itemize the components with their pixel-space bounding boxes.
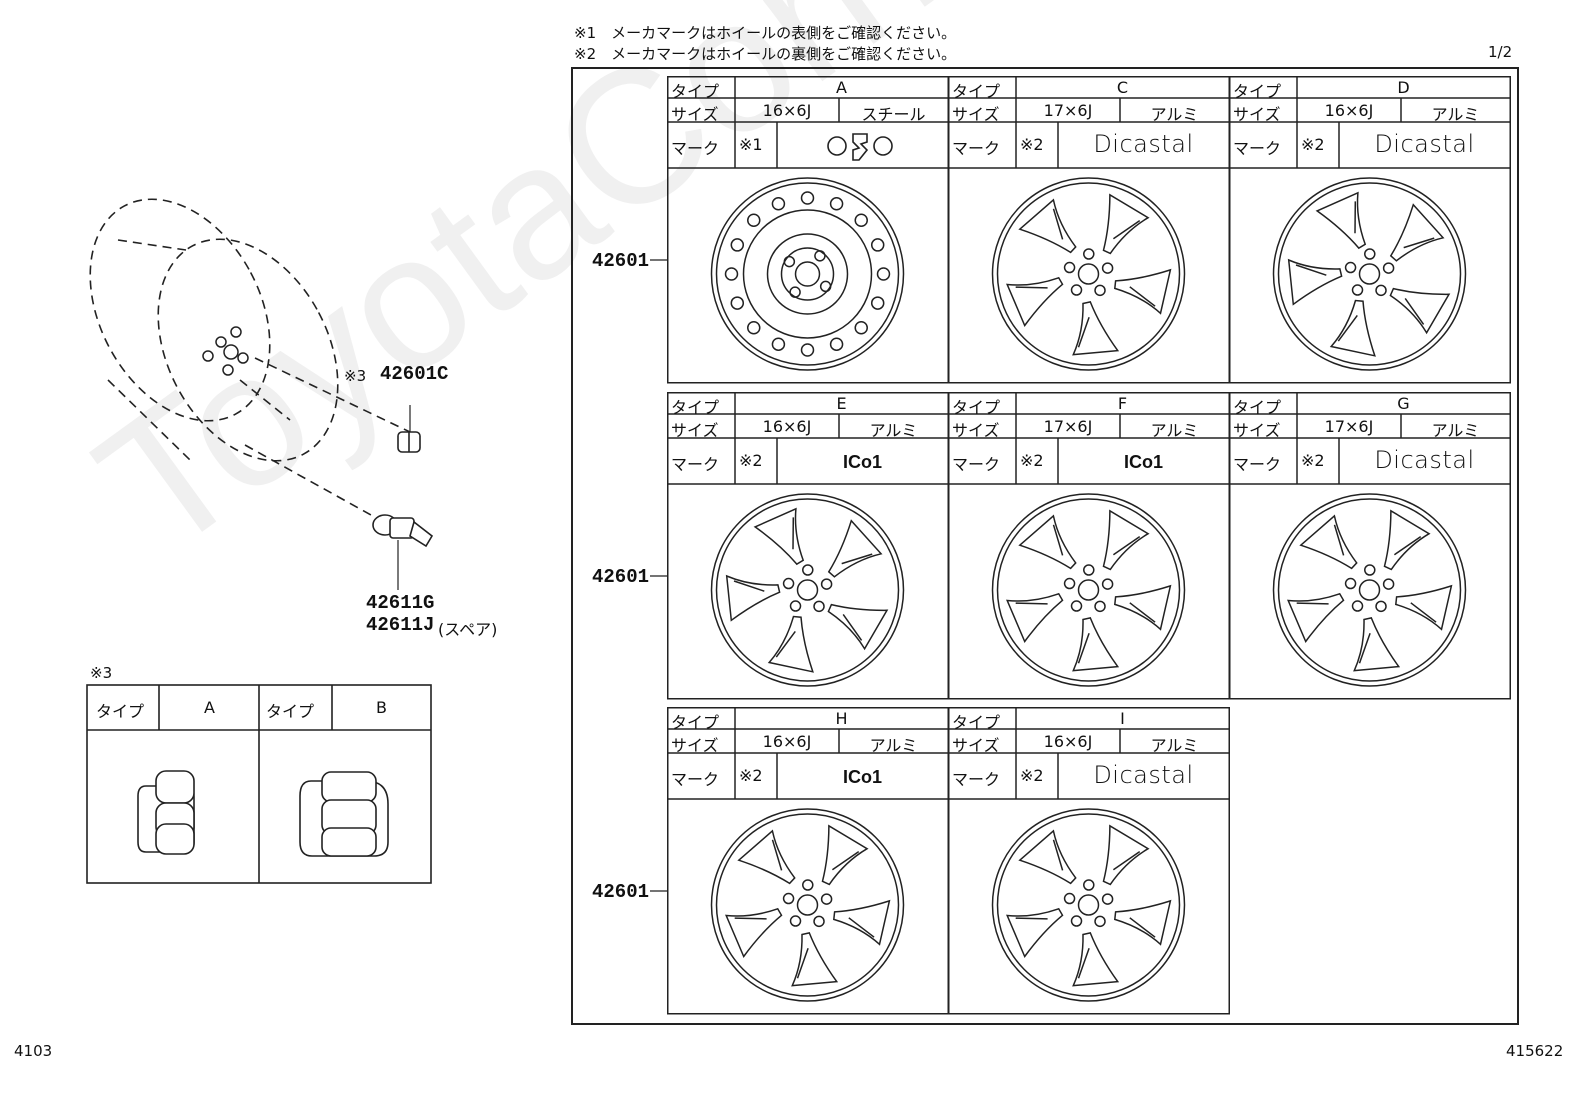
nut-type-label-b: タイプ (266, 702, 315, 721)
mark-note: ※2 (1020, 451, 1044, 470)
wheel-size: 17×6J (1043, 101, 1093, 120)
mark-note: ※2 (1301, 451, 1325, 470)
wheel-cell-grid (948, 76, 1230, 384)
mark-value: ICo1 (842, 767, 882, 787)
wheel-material: アルミ (869, 421, 918, 440)
wheel-cell-a[interactable]: タイプ A サイズ 16×6J スチールマーク ※1 (667, 76, 949, 384)
footer-left-code: 4103 (14, 1042, 53, 1060)
size-label: サイズ (671, 736, 719, 755)
mark-value: Dicastal (1374, 446, 1475, 474)
wheel-size: 17×6J (1043, 417, 1093, 436)
mark-label: マーク (671, 770, 720, 789)
wheel-cell-grid (667, 707, 949, 1015)
wheel-table-frame (571, 67, 1519, 1025)
type-label: タイプ (952, 713, 1001, 732)
mark-label: マーク (671, 139, 720, 158)
nut-type-a: A (204, 698, 215, 717)
type-label: タイプ (952, 398, 1001, 417)
nut-ref-mark: ※3 (344, 367, 367, 385)
wheel-material: アルミ (1431, 105, 1480, 124)
size-label: サイズ (671, 105, 719, 124)
mark-label: マーク (671, 455, 720, 474)
wheel-material: アルミ (1150, 421, 1199, 440)
page-number: 1/2 (1488, 43, 1513, 61)
mark-label: マーク (952, 139, 1001, 158)
mark-label: マーク (952, 455, 1001, 474)
row2-part-number[interactable]: 42601 (592, 566, 650, 588)
size-label: サイズ (1233, 105, 1281, 124)
size-label: サイズ (671, 421, 719, 440)
mark-note: ※1 (739, 135, 763, 154)
type-label: タイプ (952, 82, 1001, 101)
type-label: タイプ (1233, 398, 1282, 417)
note-2: ※2 メーカマークはホイールの裏側をご確認ください。 (574, 45, 957, 63)
manufacturer-logo-icon (827, 133, 893, 161)
wheel-type: H (835, 709, 848, 728)
wheel-type: I (1120, 709, 1125, 728)
wheel-cell-e[interactable]: タイプ E サイズ 16×6J アルミマーク ※2 ICo1 (667, 392, 949, 700)
spare-label: (スペア) (438, 620, 498, 639)
wheel-type: D (1397, 78, 1410, 97)
part-number-nut[interactable]: 42601C (380, 363, 449, 385)
wheel-cell-grid (1229, 76, 1511, 384)
mark-note: ※2 (1301, 135, 1325, 154)
nut-type-b: B (376, 698, 387, 717)
mark-label: マーク (952, 770, 1001, 789)
size-label: サイズ (952, 105, 1000, 124)
wheel-material: スチール (861, 105, 926, 124)
size-label: サイズ (1233, 421, 1281, 440)
part-number-valve[interactable]: 42611G (366, 592, 435, 614)
wheel-material: アルミ (1150, 105, 1199, 124)
wheel-cell-grid (948, 707, 1230, 1015)
wheel-cell-g[interactable]: タイプ G サイズ 17×6J アルミマーク ※2 Dicastal (1229, 392, 1511, 700)
size-label: サイズ (952, 736, 1000, 755)
wheel-size: 16×6J (762, 101, 812, 120)
wheel-assembly-diagram (89, 198, 434, 590)
mark-value: ICo1 (842, 452, 882, 472)
wheel-size: 16×6J (762, 732, 812, 751)
wheel-size: 16×6J (762, 417, 812, 436)
type-label: タイプ (1233, 82, 1282, 101)
footer-right-code: 415622 (1506, 1042, 1564, 1060)
wheel-type: E (836, 394, 847, 413)
mark-label: マーク (1233, 139, 1282, 158)
mark-note: ※2 (739, 451, 763, 470)
wheel-size: 17×6J (1324, 417, 1374, 436)
wheel-material: アルミ (869, 736, 918, 755)
wheel-cell-d[interactable]: タイプ D サイズ 16×6J アルミマーク ※2 Dicastal (1229, 76, 1511, 384)
wheel-type: C (1116, 78, 1129, 97)
mark-value: Dicastal (1374, 130, 1475, 158)
wheel-type: F (1117, 394, 1128, 413)
note-1: ※1 メーカマークはホイールの表側をご確認ください。 (574, 24, 957, 42)
wheel-cell-c[interactable]: タイプ C サイズ 17×6J アルミマーク ※2 Dicastal (948, 76, 1230, 384)
row1-part-number[interactable]: 42601 (592, 250, 650, 272)
nut-type-label-a: タイプ (96, 702, 145, 721)
wheel-material: アルミ (1431, 421, 1480, 440)
mark-note: ※2 (1020, 766, 1044, 785)
wheel-cell-f[interactable]: タイプ F サイズ 17×6J アルミマーク ※2 ICo1 (948, 392, 1230, 700)
mark-value: ICo1 (1123, 452, 1163, 472)
wheel-type: G (1397, 394, 1410, 413)
mark-value: Dicastal (1093, 761, 1194, 789)
nut-table-ref: ※3 (90, 664, 113, 682)
type-label: タイプ (671, 82, 720, 101)
type-label: タイプ (671, 398, 720, 417)
wheel-size: 16×6J (1043, 732, 1093, 751)
wheel-size: 16×6J (1324, 101, 1374, 120)
mark-note: ※2 (1020, 135, 1044, 154)
wheel-cell-grid (1229, 392, 1511, 700)
wheel-type: A (836, 78, 847, 97)
part-number-valve-spare[interactable]: 42611J (366, 614, 435, 636)
row3-part-number[interactable]: 42601 (592, 881, 650, 903)
mark-value: Dicastal (1093, 130, 1194, 158)
wheel-cell-i[interactable]: タイプ I サイズ 16×6J アルミマーク ※2 Dicastal (948, 707, 1230, 1015)
size-label: サイズ (952, 421, 1000, 440)
wheel-material: アルミ (1150, 736, 1199, 755)
wheel-cell-h[interactable]: タイプ H サイズ 16×6J アルミマーク ※2 ICo1 (667, 707, 949, 1015)
mark-note: ※2 (739, 766, 763, 785)
type-label: タイプ (671, 713, 720, 732)
mark-label: マーク (1233, 455, 1282, 474)
nut-type-table (86, 684, 432, 884)
row-leader-lines (650, 259, 668, 892)
